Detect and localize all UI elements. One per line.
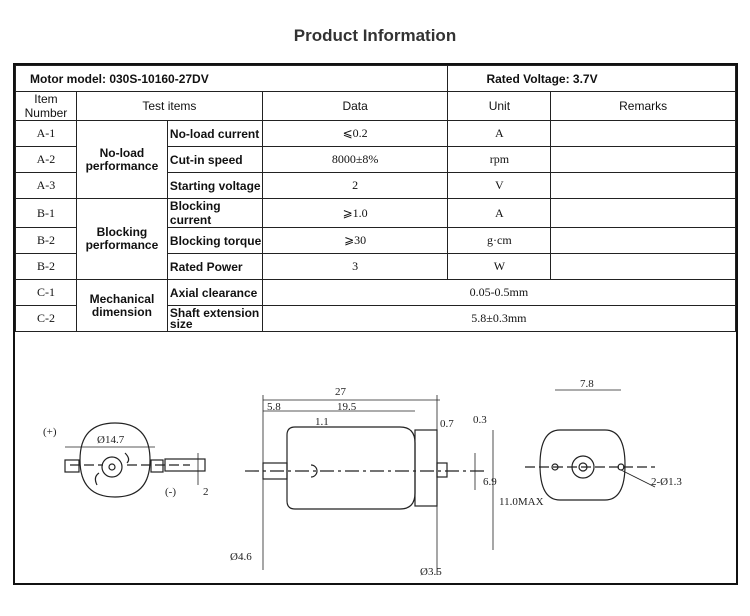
front-view-body: [79, 422, 151, 498]
drawing-labels: Ø14.7 (+) (-) 2 27 5.8 19.5 1.1 0.7 0.3 …: [43, 378, 682, 578]
front-view-shaft: [108, 463, 116, 471]
label-two: 2: [203, 486, 209, 498]
unit-value: V: [447, 172, 552, 199]
item-number: B-1: [15, 198, 77, 228]
motor-dimension-drawing: Ø14.7 (+) (-) 2 27 5.8 19.5 1.1 0.7 0.3 …: [43, 378, 682, 578]
table-row: B-2 Rated Power 3 W: [15, 253, 736, 280]
front-view-shaft-extension: [164, 458, 206, 472]
motor-model: Motor model: 030S-10160-27DV: [14, 65, 449, 92]
item-number: A-3: [15, 172, 77, 199]
label-7-8: 7.8: [580, 378, 594, 390]
label-diameter-14-7: Ø14.7: [97, 434, 125, 446]
data-value: 8000±8%: [261, 146, 449, 173]
test-name: Shaft extension size: [166, 305, 263, 332]
label-19-5: 19.5: [337, 401, 357, 413]
rated-voltage: Rated Voltage: 3.7V: [447, 65, 736, 92]
unit-value: W: [447, 253, 552, 280]
remarks-cell: [550, 120, 736, 147]
label-2-diameter-1-3: 2-Ø1.3: [651, 476, 682, 488]
remarks-cell: [550, 146, 736, 173]
rear-view-leader-line: [620, 469, 656, 488]
header-unit: Unit: [447, 91, 552, 121]
rear-view-body: [539, 429, 626, 501]
test-name: Rated Power: [166, 253, 263, 280]
table-title-row: Motor model: 030S-10160-27DV Rated Volta…: [14, 65, 736, 92]
data-value: 2: [261, 172, 449, 199]
test-name: No-load current: [166, 120, 263, 147]
data-value: 0.05-0.5mm: [261, 279, 737, 306]
group-blocking: Blocking performance: [75, 198, 168, 280]
front-view: [64, 422, 206, 498]
front-view-brush: [94, 472, 100, 486]
unit-value: A: [447, 198, 552, 228]
rear-view: [525, 389, 656, 501]
remarks-cell: [550, 198, 736, 228]
front-view-terminal: [150, 459, 164, 473]
unit-value: rpm: [447, 146, 552, 173]
item-number: B-2: [15, 227, 77, 254]
data-value: ⩾30: [261, 227, 449, 254]
label-11-0-max: 11.0MAX: [499, 496, 544, 508]
remarks-cell: [550, 253, 736, 280]
label-0-7: 0.7: [440, 418, 454, 430]
label-diameter-3-5: Ø3.5: [420, 566, 442, 578]
item-number: C-1: [15, 279, 77, 306]
data-value: ⩾1.0: [261, 198, 449, 228]
label-diameter-4-6: Ø4.6: [230, 551, 252, 563]
header-test-items: Test items: [75, 91, 263, 121]
table-row: C-2 Shaft extension size 5.8±0.3mm: [15, 305, 737, 332]
unit-value: A: [447, 120, 552, 147]
unit-value: g·cm: [447, 227, 552, 254]
front-view-terminal: [64, 459, 80, 473]
header-item-number: Item Number: [15, 91, 77, 121]
front-view-brush: [124, 452, 130, 464]
label-5-8: 5.8: [267, 401, 281, 413]
remarks-cell: [550, 227, 736, 254]
label-27: 27: [335, 386, 347, 398]
table-row: A-2 Cut-in speed 8000±8% rpm: [15, 146, 736, 173]
table-row: B-2 Blocking torque ⩾30 g·cm: [15, 227, 736, 254]
table-row: C-1 Mechanical dimension Axial clearance…: [15, 279, 737, 332]
front-view-hub: [101, 456, 123, 478]
column-header-row: Item Number Test items Data Unit Remarks: [15, 91, 736, 121]
spec-sheet: Motor model: 030S-10160-27DV Rated Volta…: [13, 63, 738, 585]
table-row: B-1 Blocking performance Blocking curren…: [15, 198, 736, 280]
side-view-endcap: [414, 429, 438, 507]
table-row: A-1 No-load performance No-load current …: [15, 120, 736, 199]
header-data: Data: [261, 91, 449, 121]
group-mechanical: Mechanical dimension: [75, 279, 168, 332]
group-no-load: No-load performance: [75, 120, 168, 199]
test-name: Blocking torque: [166, 227, 263, 254]
label-0-3: 0.3: [473, 414, 487, 426]
item-number: A-2: [15, 146, 77, 173]
test-name: Cut-in speed: [166, 146, 263, 173]
spec-table: Motor model: 030S-10160-27DV Rated Volta…: [14, 65, 737, 332]
test-name: Axial clearance: [166, 279, 263, 306]
data-value: 3: [261, 253, 449, 280]
item-number: A-1: [15, 120, 77, 147]
item-number: C-2: [15, 305, 77, 332]
remarks-cell: [550, 172, 736, 199]
side-view: [245, 395, 494, 575]
test-name: Starting voltage: [166, 172, 263, 199]
label-minus: (-): [165, 486, 176, 498]
page-title: Product Information: [293, 26, 457, 45]
label-plus: (+): [43, 426, 57, 438]
label-6-9: 6.9: [483, 476, 497, 488]
label-1-1: 1.1: [315, 416, 329, 428]
header-remarks: Remarks: [550, 91, 736, 121]
data-value: 5.8±0.3mm: [261, 305, 737, 332]
side-view-marker: [310, 464, 318, 478]
data-value: ⩽0.2: [261, 120, 449, 147]
item-number: B-2: [15, 253, 77, 280]
side-view-rear-shaft: [436, 462, 448, 478]
test-name: Blocking current: [166, 198, 263, 228]
side-view-body: [286, 426, 416, 510]
